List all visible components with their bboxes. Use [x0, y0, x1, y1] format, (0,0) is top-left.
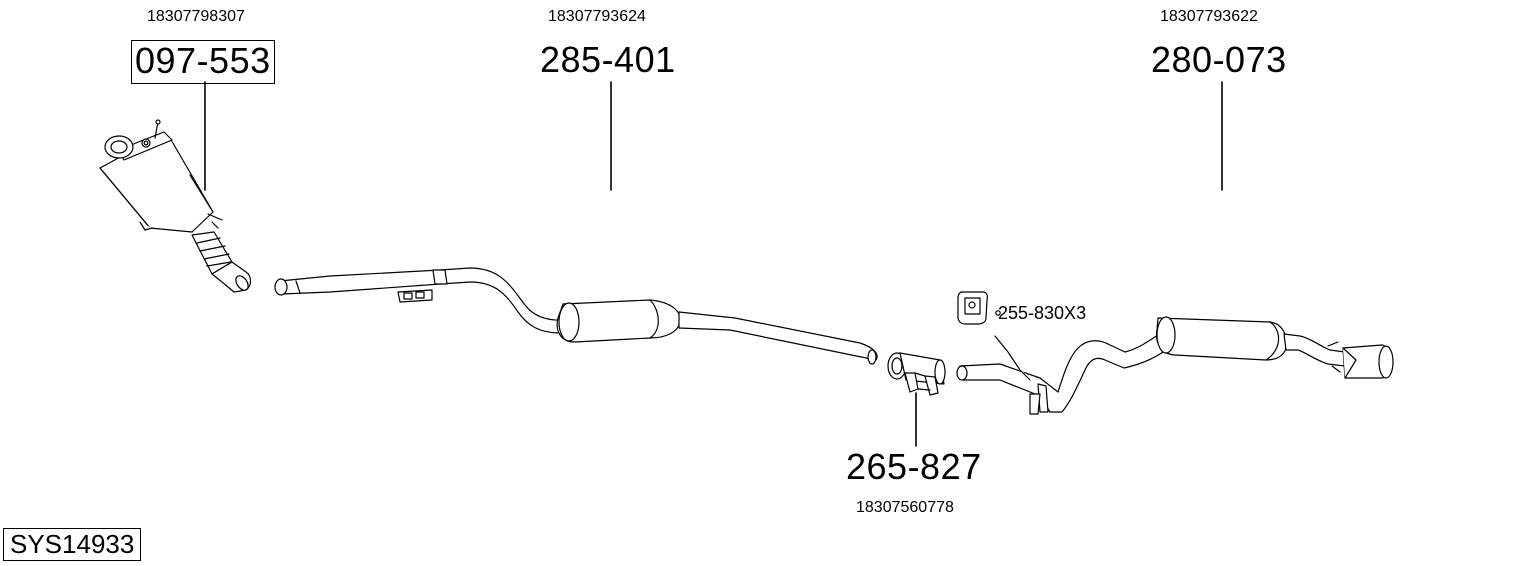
rear-silencer-drawing: [957, 317, 1393, 414]
oe-number-rear-silencer: 18307793622: [1160, 8, 1258, 25]
accessory-label-hanger[interactable]: 255-830X3: [998, 303, 1087, 323]
clamp-drawing: [888, 353, 945, 395]
part-number-dpf[interactable]: 097-553: [131, 40, 275, 84]
oe-number-dpf: 18307798307: [147, 8, 245, 25]
part-number-rear-silencer[interactable]: 280-073: [1151, 39, 1287, 80]
middle-pipe-drawing: [275, 268, 877, 364]
part-number-middle-pipe[interactable]: 285-401: [540, 39, 676, 80]
oe-number-clamp: 18307560778: [856, 499, 954, 516]
system-code: SYS14933: [3, 528, 142, 561]
dpf-drawing: [100, 120, 251, 292]
oe-number-middle-pipe: 18307793624: [548, 8, 646, 25]
part-number-clamp[interactable]: 265-827: [846, 446, 982, 487]
rubber-hanger-drawing: [958, 292, 1000, 324]
